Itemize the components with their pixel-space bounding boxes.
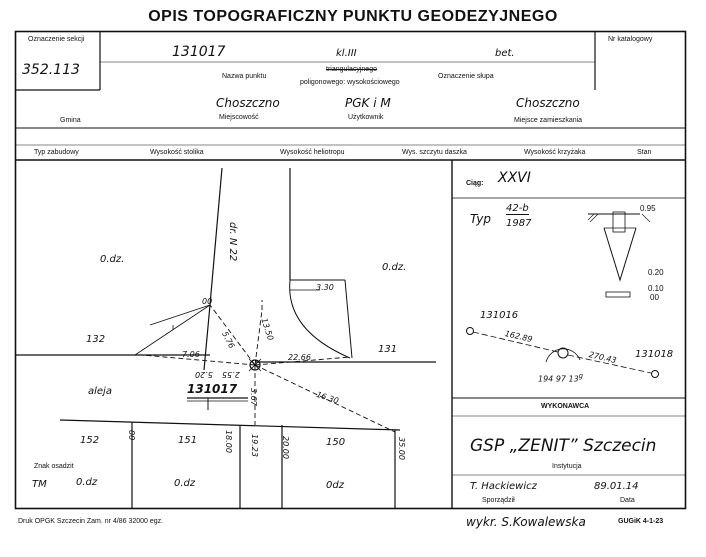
map-point-131: 131	[378, 344, 398, 355]
measure-330: 3.30	[316, 283, 334, 292]
author-name: T. Hackiewicz	[470, 481, 537, 492]
type-number: 42-b	[506, 203, 529, 215]
drawn-by: wykr. S.Kowalewska	[466, 515, 586, 529]
date-label: Data	[620, 497, 635, 504]
section-value: 352.113	[22, 62, 80, 78]
measure-00-lot: 00	[127, 430, 136, 441]
col-table-height: Wysokość stolika	[150, 149, 204, 156]
residence-value: Choszczno	[516, 96, 580, 110]
ciag-value: XXVI	[498, 170, 531, 186]
measure-3500: 35.00	[397, 437, 406, 460]
map-odz-lot1: 0.dz	[76, 477, 98, 488]
point-type-triangulation: triangulacyjnego	[326, 66, 377, 73]
map-odz-left: 0.dz.	[100, 254, 125, 265]
map-lot-151: 151	[178, 435, 198, 446]
measure-1923: 19.23	[250, 434, 259, 457]
section-label: Oznaczenie sekcji	[28, 36, 85, 43]
point-name-label: Nazwa punktu	[222, 73, 267, 80]
side-angle-unit: g	[578, 372, 583, 380]
dim-00: 00	[650, 293, 659, 302]
type-label: Typ	[470, 212, 492, 226]
residence-label: Miejsce zamieszkania	[514, 117, 583, 124]
contractor-label: WYKONAWCA	[541, 403, 590, 410]
institution-label: Instytucja	[552, 463, 582, 470]
form-code: GUGiK 4-1-23	[618, 518, 664, 525]
col-cross-height: Wysokość krzyżaka	[524, 149, 586, 156]
locality-label: Miejscowość	[219, 114, 259, 121]
map-road-label: dr. N 22	[227, 222, 238, 262]
ciag-label: Ciąg:	[466, 180, 484, 187]
col-roof-height: Wys. szczytu daszka	[402, 149, 467, 156]
dim-020: 0.20	[648, 268, 664, 277]
measure-2000: 20.00	[281, 436, 290, 459]
map-point-number: 131017	[187, 382, 238, 396]
form-title: OPIS TOPOGRAFICZNY PUNKTU GEODEZYJNEGO	[148, 8, 558, 25]
commune-value: Choszczno	[216, 96, 280, 110]
point-type-polygon: poligonowego: wysokościowego	[300, 79, 400, 86]
date-value: 89.01.14	[594, 481, 639, 492]
measure-520: 5.20	[195, 370, 213, 379]
col-building-type: Typ zabudowy	[34, 149, 79, 156]
measure-2266: 22.66	[288, 353, 311, 362]
map-point-132: 132	[86, 334, 106, 345]
map-lot-152: 152	[80, 435, 100, 446]
map-odz-lot2: 0.dz	[174, 478, 196, 489]
map-odz-right: 0.dz.	[382, 262, 407, 273]
commune-label: Gmina	[60, 117, 81, 124]
side-point-131018: 131018	[635, 349, 674, 360]
side-point-131016: 131016	[480, 310, 519, 321]
point-class: kl.III	[336, 48, 357, 59]
col-heliotrope-height: Wysokość heliotropu	[280, 149, 345, 156]
marks-label: Znak osadzit	[34, 463, 74, 470]
map-odz-lot3: 0dz	[326, 480, 344, 491]
author-label: Sporządził	[482, 497, 515, 504]
measure-367: 3.67	[249, 388, 258, 406]
print-info: Druk OPGK Szczecin Zam. nr 4/86 32000 eg…	[18, 518, 164, 525]
post-mark-label: Oznaczenie słupa	[438, 73, 494, 80]
post-type: bet.	[495, 48, 515, 59]
dim-010: 0.10	[648, 284, 664, 293]
side-angle: 194 97 13g	[538, 372, 583, 384]
map-alley-label: aleja	[88, 386, 112, 397]
user-value: PGK i M	[345, 96, 391, 110]
map-tm-label: TM	[32, 479, 47, 490]
type-year: 1987	[506, 218, 532, 229]
contractor-name: GSP „ZENIT” Szczecin	[470, 436, 657, 456]
catalog-label: Nr katalogowy	[608, 36, 653, 43]
map-lot-150: 150	[326, 437, 346, 448]
user-label: Użytkownik	[348, 114, 384, 121]
dim-095: 0.95	[640, 204, 656, 213]
measure-255: 2.55	[222, 370, 240, 379]
point-number: 131017	[172, 44, 226, 60]
measure-1800: 18.00	[224, 430, 233, 453]
measure-00-road: 00	[202, 297, 213, 306]
side-angle-value: 194 97 13	[538, 374, 579, 384]
col-condition: Stan	[637, 149, 652, 156]
measure-706: 7.06	[182, 350, 200, 359]
